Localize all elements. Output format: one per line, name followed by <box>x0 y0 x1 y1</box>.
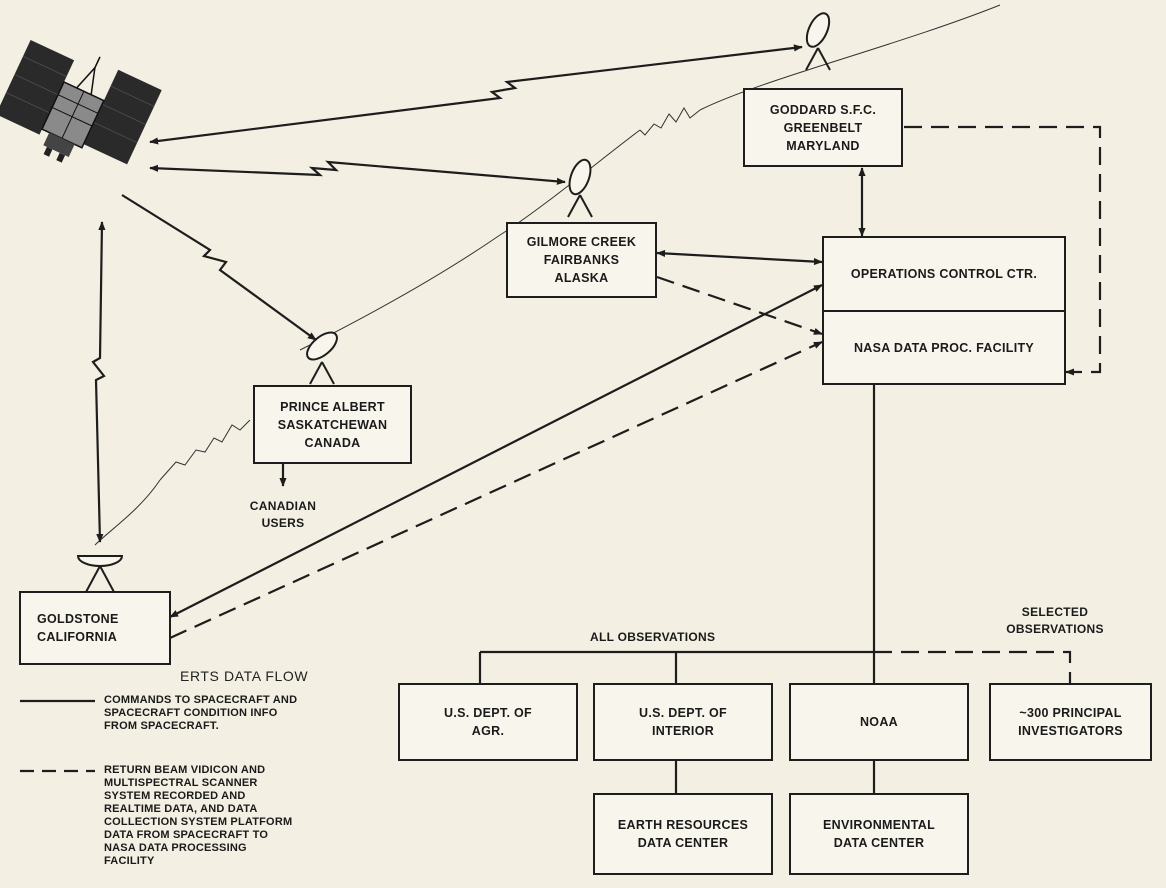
legend-dashed-line-7: NASA DATA PROCESSING <box>104 842 247 854</box>
legend-dashed-line-6: DATA FROM SPACECRAFT TO <box>104 829 269 841</box>
legend-title: ERTS DATA FLOW <box>180 668 309 684</box>
ops-control-section: OPERATIONS CONTROL CTR. <box>824 238 1064 312</box>
satellite-icon <box>0 39 162 165</box>
investigators-line-1: ~300 PRINCIPAL <box>1019 706 1122 720</box>
legend-dashed-line-4: REALTIME DATA, AND DATA <box>104 803 258 815</box>
gilmore-line-3: ALASKA <box>554 271 609 285</box>
gilmore-line-2: FAIRBANKS <box>543 253 620 267</box>
link-selected-investigators <box>874 650 1072 683</box>
data-links <box>169 125 1102 683</box>
interior-line-2: INTERIOR <box>651 724 715 738</box>
antenna-icon <box>567 158 593 218</box>
selected-observations-line-1: SELECTED <box>1021 605 1089 619</box>
prince-albert-line-1: PRINCE ALBERT <box>280 399 385 414</box>
goddard-line-3: MARYLAND <box>786 138 860 153</box>
gilmore-box: GILMORE CREEK FAIRBANKS ALASKA <box>506 222 657 298</box>
command-links <box>91 44 866 618</box>
nasa-data-section: NASA DATA PROC. FACILITY <box>824 312 1064 383</box>
canadian-users-line-1: CANADIAN <box>249 499 317 513</box>
goldstone-line-2: CALIFORNIA <box>37 630 118 644</box>
prince-albert-line-3: CANADA <box>304 435 361 450</box>
link-goldstone-nasa <box>169 340 823 640</box>
goddard-line-1: GODDARD S.F.C. <box>769 102 877 117</box>
usda-line-1: U.S. DEPT. OF <box>444 706 532 720</box>
interior-line-1: U.S. DEPT. OF <box>639 706 727 720</box>
goddard-box: GODDARD S.F.C. GREENBELT MARYLAND <box>743 88 903 167</box>
earth-resources-line-1: EARTH RESOURCES <box>617 818 749 832</box>
selected-observations-line-2: OBSERVATIONS <box>1006 622 1104 636</box>
legend-dashed-text: RETURN BEAM VIDICON AND MULTISPECTRAL SC… <box>104 764 292 868</box>
investigators-line-2: INVESTIGATORS <box>1018 724 1123 738</box>
antenna-icon <box>805 12 831 71</box>
ops-nasa-box: OPERATIONS CONTROL CTR. NASA DATA PROC. … <box>822 236 1066 385</box>
goddard-line-2: GREENBELT <box>783 120 863 135</box>
legend-swatches <box>20 699 95 773</box>
distribution-tree <box>478 385 876 793</box>
legend-dashed-line-8: FACILITY <box>104 855 155 867</box>
legend-solid-line-1: COMMANDS TO SPACECRAFT AND <box>104 694 298 706</box>
antenna-icon <box>76 555 124 593</box>
selected-observations-label: SELECTED OBSERVATIONS <box>1000 604 1110 638</box>
legend-dashed-line-1: RETURN BEAM VIDICON AND <box>104 764 266 776</box>
canadian-users-label: CANADIAN USERS <box>228 498 338 532</box>
all-observations-label: ALL OBSERVATIONS <box>590 630 716 644</box>
link-satellite-goddard <box>149 44 803 145</box>
link-satellite-gilmore <box>149 160 566 185</box>
prince-albert-line-2: SASKATCHEWAN <box>277 417 388 432</box>
ops-control-label: OPERATIONS CONTROL CTR. <box>850 267 1038 281</box>
environmental-box: ENVIRONMENTAL DATA CENTER <box>789 793 969 875</box>
antenna-icon <box>306 331 338 385</box>
link-satellite-prince-albert <box>121 194 317 341</box>
environmental-line-1: ENVIRONMENTAL <box>823 818 935 832</box>
link-goldstone-ops <box>169 284 823 618</box>
nasa-data-label: NASA DATA PROC. FACILITY <box>853 340 1035 355</box>
noaa-label: NOAA <box>859 715 898 729</box>
environmental-line-2: DATA CENTER <box>833 836 925 850</box>
link-gilmore-ops <box>656 249 823 266</box>
legend-solid-line-3: FROM SPACECRAFT. <box>104 720 219 732</box>
usda-line-2: AGR. <box>471 724 505 738</box>
noaa-box: NOAA <box>789 683 969 761</box>
link-gilmore-nasa <box>656 275 823 336</box>
usda-box: U.S. DEPT. OF AGR. <box>398 683 578 761</box>
investigators-box: ~300 PRINCIPAL INVESTIGATORS <box>989 683 1152 761</box>
link-goddard-nasa <box>904 125 1102 376</box>
goldstone-box: GOLDSTONE CALIFORNIA <box>19 591 171 665</box>
earth-resources-box: EARTH RESOURCES DATA CENTER <box>593 793 773 875</box>
legend-solid-text: COMMANDS TO SPACECRAFT AND SPACECRAFT CO… <box>104 694 297 733</box>
link-satellite-goldstone <box>91 221 106 543</box>
earth-resources-line-2: DATA CENTER <box>637 836 729 850</box>
legend-dashed-line-3: SYSTEM RECORDED AND <box>104 790 246 802</box>
interior-box: U.S. DEPT. OF INTERIOR <box>593 683 773 761</box>
legend-dashed-line-2: MULTISPECTRAL SCANNER <box>104 777 258 789</box>
prince-albert-box: PRINCE ALBERT SASKATCHEWAN CANADA <box>253 385 412 464</box>
legend-dashed-line-5: COLLECTION SYSTEM PLATFORM <box>104 816 293 828</box>
goldstone-line-1: GOLDSTONE <box>37 612 119 626</box>
gilmore-line-1: GILMORE CREEK <box>526 235 637 249</box>
legend-solid-line-2: SPACECRAFT CONDITION INFO <box>104 707 278 719</box>
canadian-users-line-2: USERS <box>261 516 305 530</box>
